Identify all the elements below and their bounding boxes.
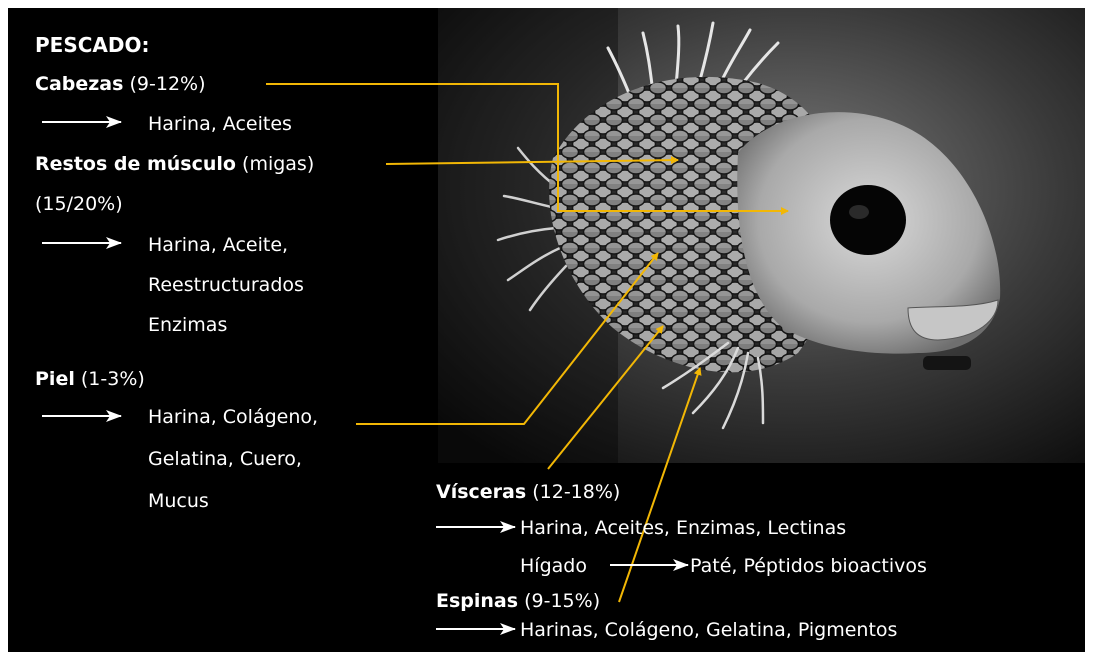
restos-product: Harina, Aceite, (148, 236, 288, 255)
piel-product: Mucus (148, 492, 209, 511)
espinas-name: Espinas (436, 590, 518, 612)
piel-product: Harina, Colágeno, (148, 408, 318, 427)
cabezas-pct: (9-12%) (130, 73, 206, 95)
restos-note: (migas) (242, 153, 314, 175)
visceras-heading: Vísceras (12-18%) (436, 483, 620, 502)
piel-heading: Piel (1-3%) (35, 370, 145, 389)
visceras-pct: (12-18%) (532, 481, 620, 503)
higado-products: Paté, Péptidos bioactivos (690, 557, 927, 576)
espinas-pct: (9-15%) (524, 590, 600, 612)
piel-product: Gelatina, Cuero, (148, 450, 302, 469)
callout-espinas (619, 368, 700, 602)
restos-pct: (15/20%) (35, 195, 123, 214)
visceras-products: Harina, Aceites, Enzimas, Lectinas (520, 519, 846, 538)
restos-heading: Restos de músculo (migas) (35, 155, 314, 174)
callout-piel (356, 253, 658, 424)
piel-pct: (1-3%) (81, 368, 145, 390)
espinas-products: Harinas, Colágeno, Gelatina, Pigmentos (520, 621, 897, 640)
infographic-canvas: PESCADO: Cabezas (9-12%) Harina, Aceites… (8, 8, 1085, 652)
cabezas-products: Harina, Aceites (148, 115, 292, 134)
higado-label: Hígado (520, 557, 587, 576)
title: PESCADO: (35, 35, 149, 55)
restos-product: Reestructurados (148, 276, 304, 295)
callout-cabezas (266, 84, 788, 211)
callout-visceras (548, 326, 663, 469)
piel-name: Piel (35, 368, 75, 390)
callout-restos (386, 160, 678, 164)
visceras-name: Vísceras (436, 481, 526, 503)
restos-product: Enzimas (148, 316, 227, 335)
cabezas-heading: Cabezas (9-12%) (35, 75, 206, 94)
espinas-heading: Espinas (9-15%) (436, 592, 600, 611)
cabezas-name: Cabezas (35, 73, 123, 95)
restos-name: Restos de músculo (35, 153, 236, 175)
